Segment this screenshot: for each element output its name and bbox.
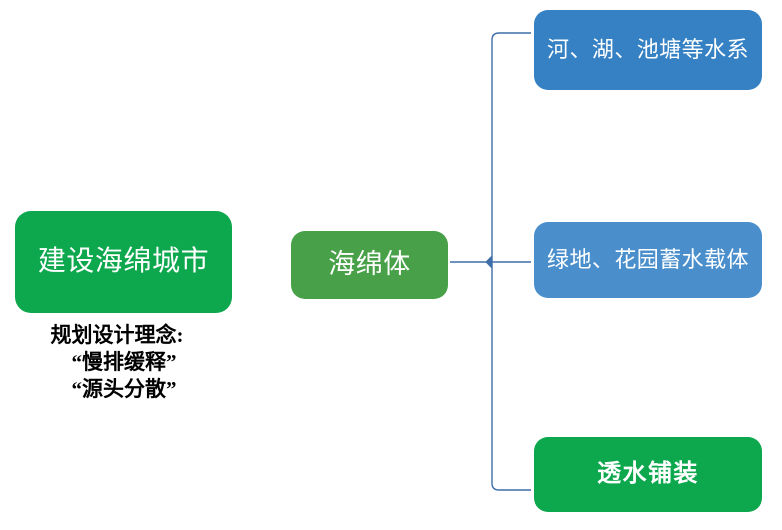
node-leaf-2-label: 绿地、花园蓄水载体 xyxy=(547,247,749,273)
root-caption-block: 规划设计理念: “慢排缓释” “源头分散” xyxy=(8,322,240,403)
bracket-arm-bottom xyxy=(491,482,531,491)
root-caption-line-1: 规划设计理念: xyxy=(50,323,184,347)
bracket-junction xyxy=(485,254,493,270)
bracket-arm-top xyxy=(491,32,531,41)
node-sponge-body[interactable]: 海绵体 xyxy=(291,231,448,299)
node-leaf-3-label: 透水铺装 xyxy=(597,460,699,487)
node-leaf-1-label: 河、湖、池塘等水系 xyxy=(547,37,749,63)
node-middle-label: 海绵体 xyxy=(328,249,411,280)
root-caption-line-2: “慢排缓释” xyxy=(71,349,177,374)
node-build-sponge-city[interactable]: 建设海绵城市 xyxy=(15,211,232,313)
node-leaf-green-garden-storage[interactable]: 绿地、花园蓄水载体 xyxy=(534,222,762,298)
root-caption-line-3: “源头分散” xyxy=(71,376,177,401)
node-leaf-water-systems[interactable]: 河、湖、池塘等水系 xyxy=(534,10,762,90)
node-leaf-permeable-paving[interactable]: 透水铺装 xyxy=(534,437,762,512)
node-root-label: 建设海绵城市 xyxy=(37,245,210,277)
